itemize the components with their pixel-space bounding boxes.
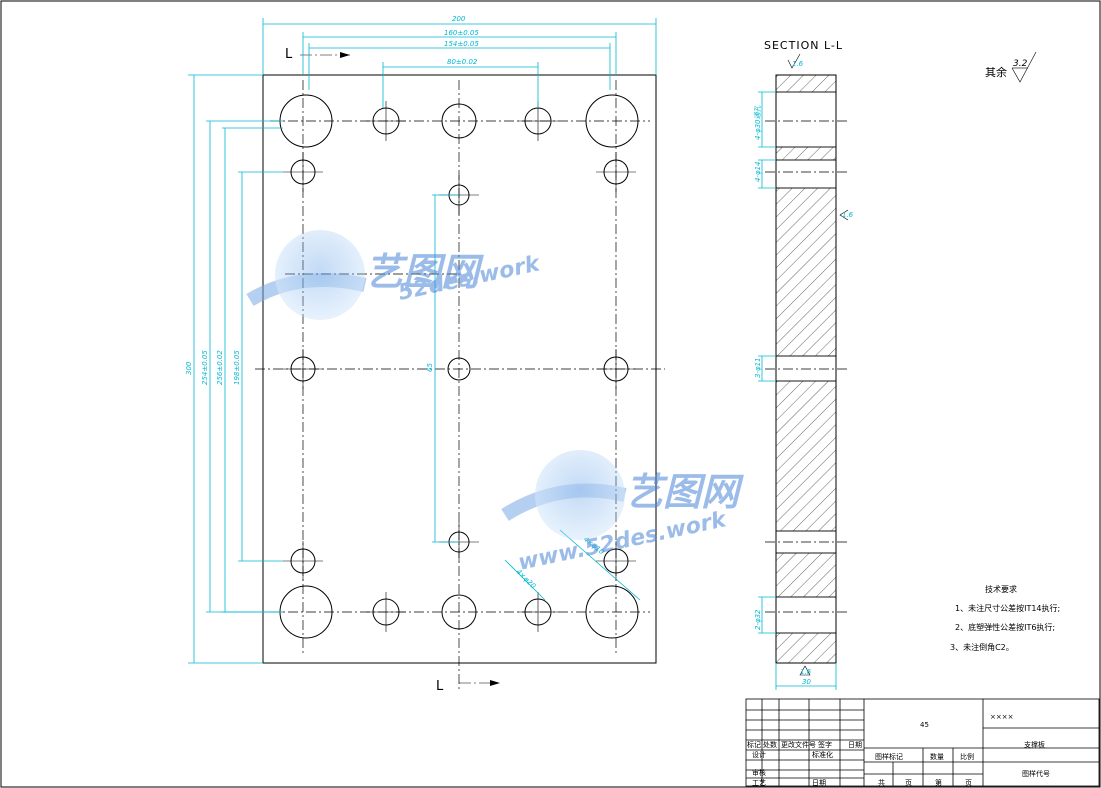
dim-center: 65 bbox=[426, 363, 434, 372]
tech-item-2: 2、底塑弹性公差按IT6执行; bbox=[955, 622, 1055, 632]
svg-text:审核: 审核 bbox=[752, 768, 766, 777]
svg-text:数量: 数量 bbox=[930, 752, 944, 761]
svg-text:标准化: 标准化 bbox=[812, 750, 833, 759]
tech-item-3: 3、未注倒角C2。 bbox=[950, 642, 1014, 652]
section-view: SECTION L-L 4-φ30通孔 4-φ14 3-φ11 2-φ32 30 bbox=[754, 39, 854, 690]
dim-h1: 254±0.05 bbox=[201, 350, 209, 385]
section-dim-2: 4-φ14 bbox=[754, 161, 762, 182]
svg-text:标记: 标记 bbox=[747, 740, 761, 749]
dim-overall-height: 300 bbox=[185, 361, 193, 375]
dim-hole-span-mid: 154±0.05 bbox=[444, 40, 479, 48]
svg-text:更改文件号: 更改文件号 bbox=[781, 740, 816, 749]
dim-h3: 198±0.05 bbox=[233, 350, 241, 385]
section-dim-1: 4-φ30通孔 bbox=[754, 104, 762, 140]
tb-material: 45 bbox=[920, 721, 929, 729]
watermark-bottom: 艺图网 www.52des.work bbox=[501, 450, 744, 576]
watermark-brand-2: 艺图网 bbox=[625, 470, 744, 514]
section-dim-3: 3-φ11 bbox=[754, 357, 762, 378]
svg-text:比例: 比例 bbox=[960, 752, 974, 761]
section-dim-4: 2-φ32 bbox=[754, 609, 762, 630]
tb-drawing-code: 图样代号 bbox=[1022, 769, 1050, 778]
svg-text:工艺: 工艺 bbox=[752, 779, 766, 787]
tb-drawing-no: ×××× bbox=[990, 713, 1013, 721]
tech-requirements: 技术要求 1、未注尺寸公差按IT14执行; 2、底塑弹性公差按IT6执行; 3、… bbox=[950, 584, 1060, 652]
svg-text:设计: 设计 bbox=[752, 750, 766, 759]
svg-text:其余: 其余 bbox=[985, 65, 1007, 79]
tb-part-name: 支撑板 bbox=[1024, 740, 1045, 749]
surface-top: 1.6 bbox=[792, 60, 804, 68]
title-block: 45 ×××× 支撑板 图样代号 标记 处数 更改文件号 签字 日期 设计 标准… bbox=[745, 698, 1100, 787]
svg-text:页: 页 bbox=[965, 779, 972, 787]
dim-hole-span-outer: 160±0.05 bbox=[444, 29, 479, 37]
plan-view: L L 200 160±0.05 154±0.05 80±0.02 300 25… bbox=[185, 15, 665, 694]
svg-text:日期: 日期 bbox=[812, 779, 826, 787]
tech-title: 技术要求 bbox=[985, 584, 1017, 594]
surface-bottom: 1.6 bbox=[800, 668, 812, 676]
section-mark-bottom: L bbox=[436, 679, 444, 694]
svg-text:处数: 处数 bbox=[763, 740, 777, 749]
watermark-brand: 艺图网 bbox=[365, 250, 484, 294]
svg-text:第: 第 bbox=[935, 778, 942, 787]
section-mark-top: L bbox=[285, 47, 293, 62]
dim-overall-width: 200 bbox=[452, 15, 466, 23]
surface-side: 1.6 bbox=[842, 211, 854, 219]
svg-text:签字: 签字 bbox=[818, 740, 832, 749]
svg-text:共: 共 bbox=[878, 778, 885, 787]
svg-text:图样标记: 图样标记 bbox=[875, 752, 903, 761]
roughness-note: 其余 3.2 bbox=[985, 51, 1037, 83]
tech-item-1: 1、未注尺寸公差按IT14执行; bbox=[955, 603, 1060, 613]
section-title: SECTION L-L bbox=[764, 39, 843, 52]
watermark-top: 艺图网 52des.work bbox=[246, 230, 543, 320]
section-thickness: 30 bbox=[802, 678, 811, 686]
svg-text:日期: 日期 bbox=[848, 741, 862, 749]
roughness-value: 3.2 bbox=[1013, 59, 1028, 69]
dim-h2: 256±0.02 bbox=[216, 350, 224, 385]
dim-hole-span-inner: 80±0.02 bbox=[447, 58, 478, 66]
svg-text:页: 页 bbox=[905, 779, 912, 787]
